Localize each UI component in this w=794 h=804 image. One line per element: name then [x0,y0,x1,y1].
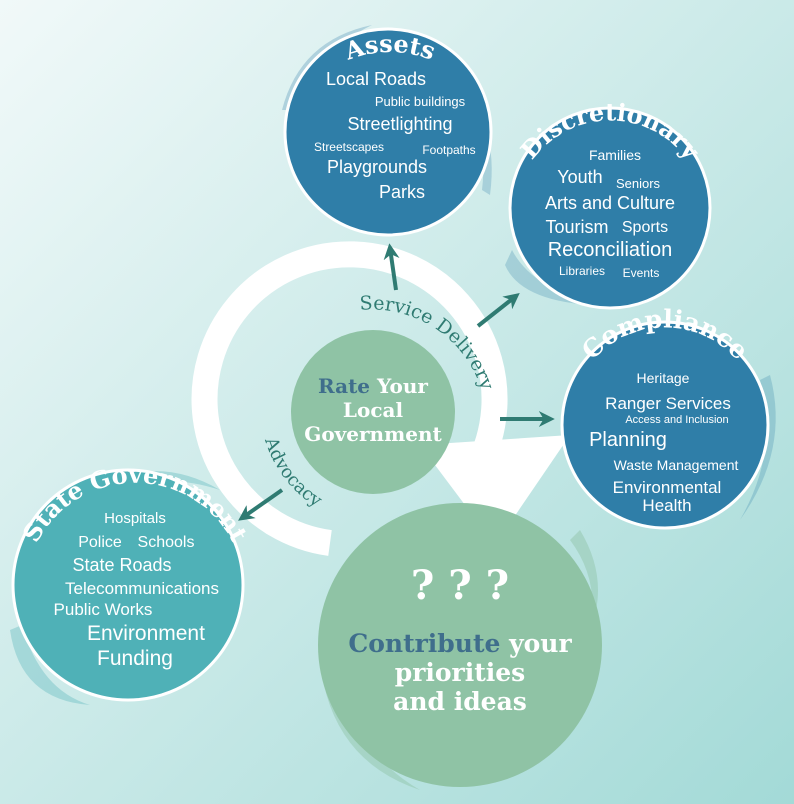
center-text: Rate Your Local Government [295,374,451,446]
contribute-text: Contribute your priorities and ideas [335,629,585,716]
swoosh-state [10,625,90,705]
compliance-circle [560,320,770,530]
compliance-item: Health [642,496,692,515]
contribute-circle [318,503,602,787]
center-accent: Rate [318,374,371,398]
state-item: Funding [97,647,173,670]
swoosh-disc [505,250,590,305]
arrows [238,243,555,521]
assets-item: Streetscapes [313,140,385,154]
center-line-1: Rate Your [295,374,451,398]
assets-item: Playgrounds [326,157,428,177]
compliance-item: Environmental [612,478,722,497]
cycle-ring [191,241,508,556]
cycle-arrowhead [420,435,570,545]
discretionary-item: Seniors [615,176,661,191]
center-line-3: Government [304,422,442,446]
discretionary-item: Events [622,266,660,280]
contribute-accent: Contribute [348,629,501,658]
compliance-item: Heritage [636,370,690,386]
swoosh-contribute-right [570,530,598,630]
state-item: State Roads [72,555,172,575]
center-line1-rest: Your [370,374,428,398]
assets-item: Public buildings [374,94,466,109]
discretionary-item: Reconciliation [547,239,673,261]
contribute-line-1: Contribute your [335,629,585,659]
assets-item: Footpaths [422,143,476,157]
discretionary-item: Youth [557,167,603,187]
discretionary-circle [508,106,712,310]
state-item: Hospitals [104,510,166,527]
discretionary-item: Sports [621,219,669,236]
compliance-item: Planning [589,429,667,451]
state-item: Schools [137,534,195,551]
arrow-to-state [238,488,284,521]
contribute-line-2: priorities [394,657,526,687]
center-line-2: Local [342,398,404,422]
state-item: Environment [87,622,205,645]
center-circle [291,330,455,494]
contribute-marks: ? ? ? [410,562,510,609]
arrow-to-assets [383,243,400,291]
discretionary-item: Families [588,147,642,163]
assets-item: Parks [378,182,426,202]
discretionary-item: Arts and Culture [544,193,676,213]
state-item: Telecommunications [64,579,220,598]
contribute-line-3: and ideas [393,686,527,716]
arrow-to-discretionary [476,293,520,328]
contribute-line1-rest: your [500,629,572,658]
state-item: Public Works [53,600,153,619]
discretionary-item: Libraries [558,264,606,278]
state-circle [11,468,245,702]
compliance-item: Waste Management [613,457,739,473]
compliance-item: Access and Inclusion [625,414,729,426]
assets-item: Local Roads [325,69,427,89]
assets-circle [283,27,493,237]
assets-item: Streetlighting [347,114,453,134]
compliance-item: Ranger Services [605,394,731,413]
state-item: Police [78,534,122,551]
discretionary-item: Tourism [545,217,609,237]
